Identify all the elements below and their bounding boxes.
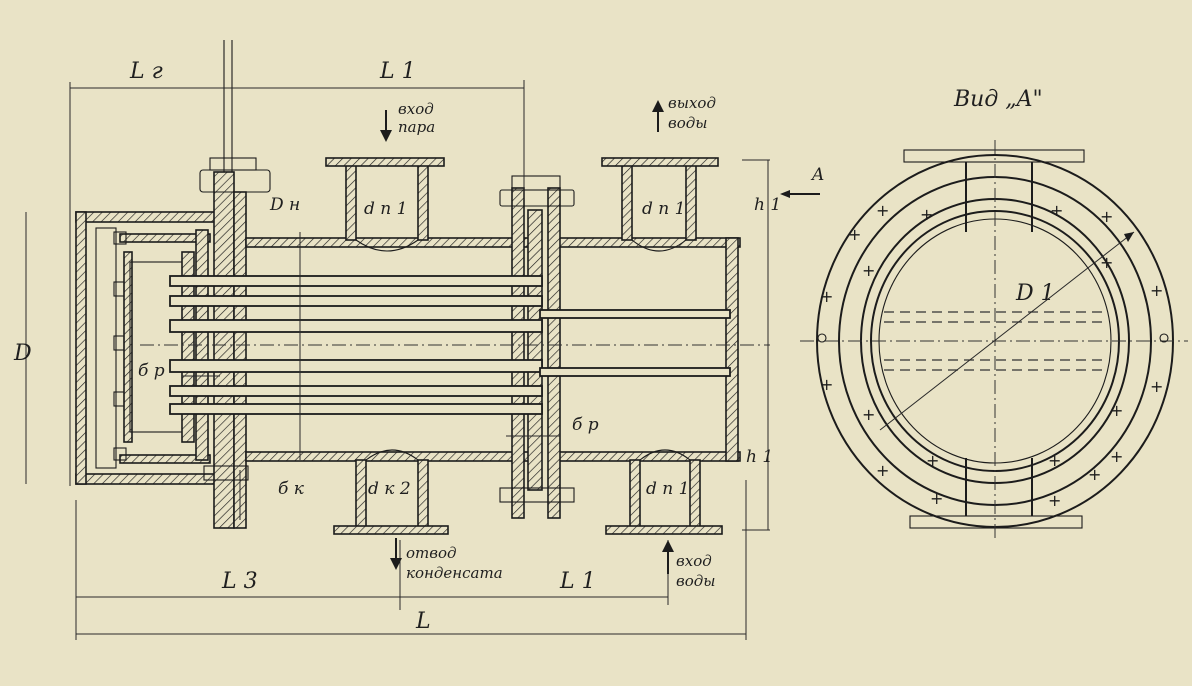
view-a: Вид „A" D 1 ++ ++ ++ ++ ++ ++ ++ (800, 87, 1188, 540)
water-inlet-nozzle (605, 449, 723, 535)
dim-label-dn: D н (269, 195, 300, 215)
svg-text:+: + (1050, 201, 1063, 220)
dim-label-l: L (415, 609, 431, 634)
dim-label-delta-p-left: б р (138, 361, 165, 381)
svg-text:+: + (930, 489, 943, 508)
svg-text:+: + (1150, 281, 1163, 300)
svg-text:+: + (1110, 447, 1123, 466)
middle-flange (499, 175, 575, 519)
water-inlet-label-1: вход (676, 552, 712, 570)
shell (245, 237, 741, 462)
view-a-top-flange (903, 149, 1085, 163)
view-a-title: Вид „A" (953, 87, 1043, 112)
svg-text:+: + (876, 461, 889, 480)
svg-text:+: + (876, 201, 889, 220)
svg-text:+: + (1088, 465, 1101, 484)
steam-inlet-label-1: вход (398, 100, 434, 118)
steam-inlet-nozzle (325, 157, 445, 252)
svg-text:+: + (848, 225, 861, 244)
water-outlet-label-2: воды (668, 114, 708, 132)
svg-text:+: + (1150, 377, 1163, 396)
flow-arrows (380, 100, 820, 574)
water-inlet-label-2: воды (676, 572, 716, 590)
rear-cover (75, 211, 237, 485)
svg-text:+: + (1100, 253, 1113, 272)
condensate-label-2: конденсата (406, 564, 503, 582)
dimension-lines (25, 80, 770, 640)
view-a-bottom-flange (909, 515, 1083, 529)
water-outlet-label-1: выход (668, 94, 716, 112)
svg-text:+: + (820, 287, 833, 306)
svg-text:+: + (1048, 491, 1061, 510)
dim-label-dk2: d к 2 (368, 479, 411, 499)
svg-text:+: + (820, 375, 833, 394)
svg-text:+: + (862, 405, 875, 424)
dim-label-l1-top: L 1 (379, 59, 416, 84)
view-a-d1-line (879, 231, 1135, 431)
svg-text:+: + (1100, 207, 1113, 226)
dim-label-l3: L 3 (221, 569, 258, 594)
dim-label-d1: D 1 (1015, 281, 1055, 306)
svg-text:+: + (1110, 401, 1123, 420)
side-view: L г L 1 D D н h 1 h 1 d п 1 d п 1 d к 2 … (13, 40, 824, 640)
condensate-label-1: отвод (406, 544, 457, 562)
condensate-nozzle (333, 449, 449, 535)
dim-label-delta-k: б к (278, 479, 305, 499)
dim-label-l1-bottom: L 1 (559, 569, 596, 594)
view-a-marker: A (810, 165, 824, 185)
water-outlet-nozzle (601, 157, 719, 252)
svg-text:+: + (862, 261, 875, 280)
dim-label-lg: L г (129, 59, 163, 84)
dim-label-dp1: d п 1 (364, 199, 407, 219)
dim-label-delta-p-right: б р (572, 415, 599, 435)
dim-label-h1-top: h 1 (754, 195, 781, 215)
dim-label-dn1-bottom: d п 1 (646, 479, 689, 499)
dim-label-dn1-top: d п 1 (642, 199, 685, 219)
steam-inlet-label-2: пара (398, 118, 435, 136)
dim-label-h1-bottom: h 1 (746, 447, 773, 467)
dim-label-d: D (13, 341, 32, 366)
svg-text:+: + (1048, 451, 1061, 470)
svg-text:+: + (920, 205, 933, 224)
svg-text:+: + (926, 451, 939, 470)
bolt-marks: ++ ++ ++ ++ ++ ++ ++ ++ ++ ++ (820, 201, 1163, 510)
tube-bundle (169, 275, 731, 415)
